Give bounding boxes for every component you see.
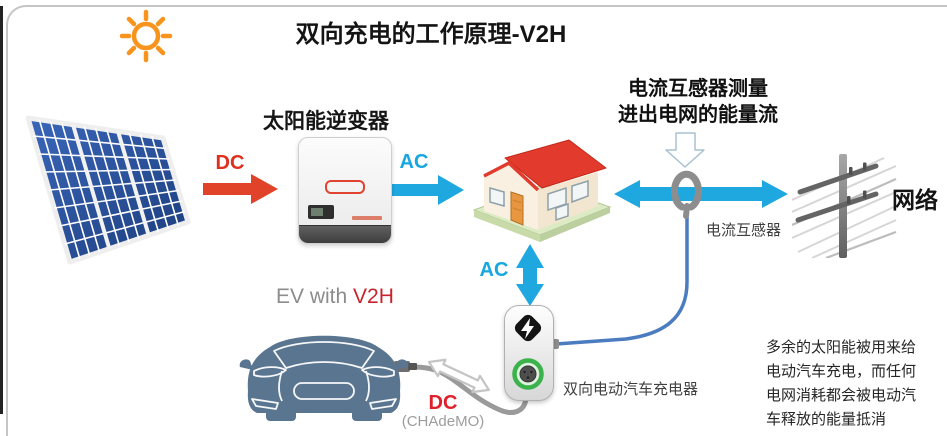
dc-ev-flow-label: DC (428, 392, 458, 414)
ct-measure-note-line2: 进出电网的能量流 (618, 104, 778, 126)
ev-charger-icon (504, 305, 554, 401)
solar-panel-icon (25, 115, 191, 265)
inverter-model-marking (352, 216, 382, 220)
ct-measure-note-line1: 电流互感器测量 (628, 78, 768, 100)
current-transformer-label: 电流互感器 (706, 222, 782, 239)
card-border (6, 5, 947, 436)
inverter-display (308, 205, 334, 219)
surplus-energy-note: 多余的太阳能被用来给电动汽车充电，而任何电网消耗都会被电动汽车释放的能量抵消 (766, 339, 917, 428)
chademo-label: (CHAdeMO) (401, 413, 485, 430)
ac-bidirectional-arrow (516, 244, 544, 306)
house-door (510, 191, 524, 226)
charger-face (512, 314, 544, 390)
ev-label-v2h: V2H (353, 285, 394, 308)
measure-down-arrow-icon (665, 132, 705, 168)
page-title: 双向充电的工作原理-V2H (295, 21, 567, 48)
dc-flow-label: DC (215, 152, 245, 174)
grid-label: 网络 (892, 187, 938, 213)
power-pole-icon (792, 154, 897, 258)
current-clamp-icon (671, 170, 702, 219)
dc-bidirectional-arrow-icon (427, 358, 490, 394)
ac-arrow (392, 175, 464, 205)
ac-charger-flow-label: AC (479, 259, 509, 281)
ev-label-prefix: EV with (276, 285, 354, 308)
ev-label: EV with V2H (276, 285, 394, 309)
inverter-label: 太阳能逆变器 (263, 110, 389, 133)
lightning-bolt-icon (521, 318, 534, 339)
plug-stub (408, 363, 417, 370)
ac-flow-label: AC (399, 151, 429, 173)
inverter-brand-logo (325, 180, 365, 194)
sun-icon (119, 9, 173, 63)
dc-arrow (203, 174, 278, 204)
ev-car-icon (239, 335, 409, 421)
solar-inverter-image (298, 137, 392, 244)
inverter-bottom-vents (299, 225, 391, 243)
house-windows (489, 179, 589, 222)
charger-label: 双向电动汽车充电器 (563, 381, 699, 398)
house-icon (472, 139, 612, 242)
ct-cable (554, 212, 689, 346)
ct-measure-note: 电流互感器测量 进出电网的能量流 (594, 76, 802, 128)
dc-cable (411, 364, 529, 415)
left-edge-strip (0, 6, 3, 414)
